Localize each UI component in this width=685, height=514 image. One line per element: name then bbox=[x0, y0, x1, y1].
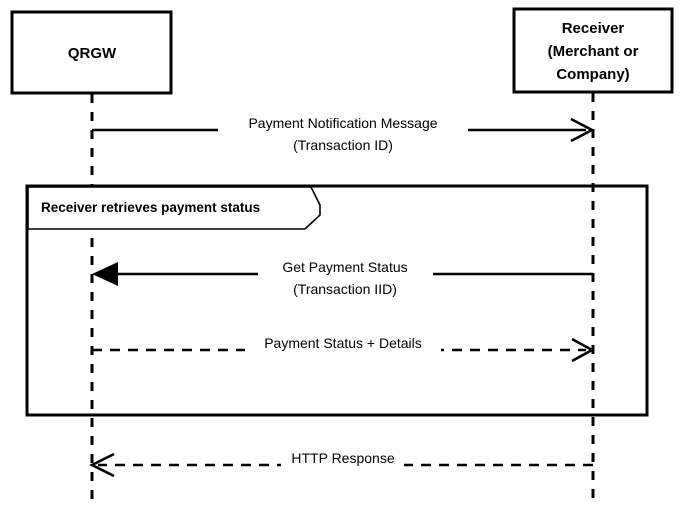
participant-label-receiver-line3: Company) bbox=[556, 66, 629, 83]
message-label-get-payment-status-line2: (Transaction IID) bbox=[293, 281, 397, 297]
arrowhead-payment-notification bbox=[570, 117, 595, 143]
message-label-bg-http-response bbox=[281, 448, 404, 467]
participant-box-receiver[interactable] bbox=[512, 7, 674, 94]
message-label-http-response: HTTP Response bbox=[291, 450, 394, 466]
participant-label-receiver-line2: (Merchant or bbox=[548, 43, 639, 60]
message-label-payment-notification-line1: Payment Notification Message bbox=[248, 115, 437, 131]
message-label-bg-payment-notification bbox=[218, 112, 468, 132]
arrowhead-payment-status-details bbox=[571, 337, 595, 363]
message-label-payment-status-details: Payment Status + Details bbox=[264, 335, 422, 351]
arrowhead-http-response bbox=[89, 452, 115, 478]
fragment-frame bbox=[25, 184, 649, 417]
message-label-get-payment-status-line1: Get Payment Status bbox=[282, 259, 407, 275]
message-label-bg-get-payment-status bbox=[258, 256, 433, 276]
message-label-bg-payment-status-details bbox=[245, 333, 441, 352]
fragment-label-text: Receiver retrieves payment status bbox=[41, 200, 260, 215]
fragment-label-tab bbox=[27, 186, 321, 230]
message-label-payment-notification-line2: (Transaction ID) bbox=[293, 137, 393, 153]
participant-label-receiver-line1: Receiver bbox=[562, 20, 625, 37]
participant-label-qrgw: QRGW bbox=[68, 45, 117, 62]
arrowhead-get-payment-status bbox=[92, 262, 118, 286]
participant-box-qrgw[interactable] bbox=[10, 10, 173, 95]
